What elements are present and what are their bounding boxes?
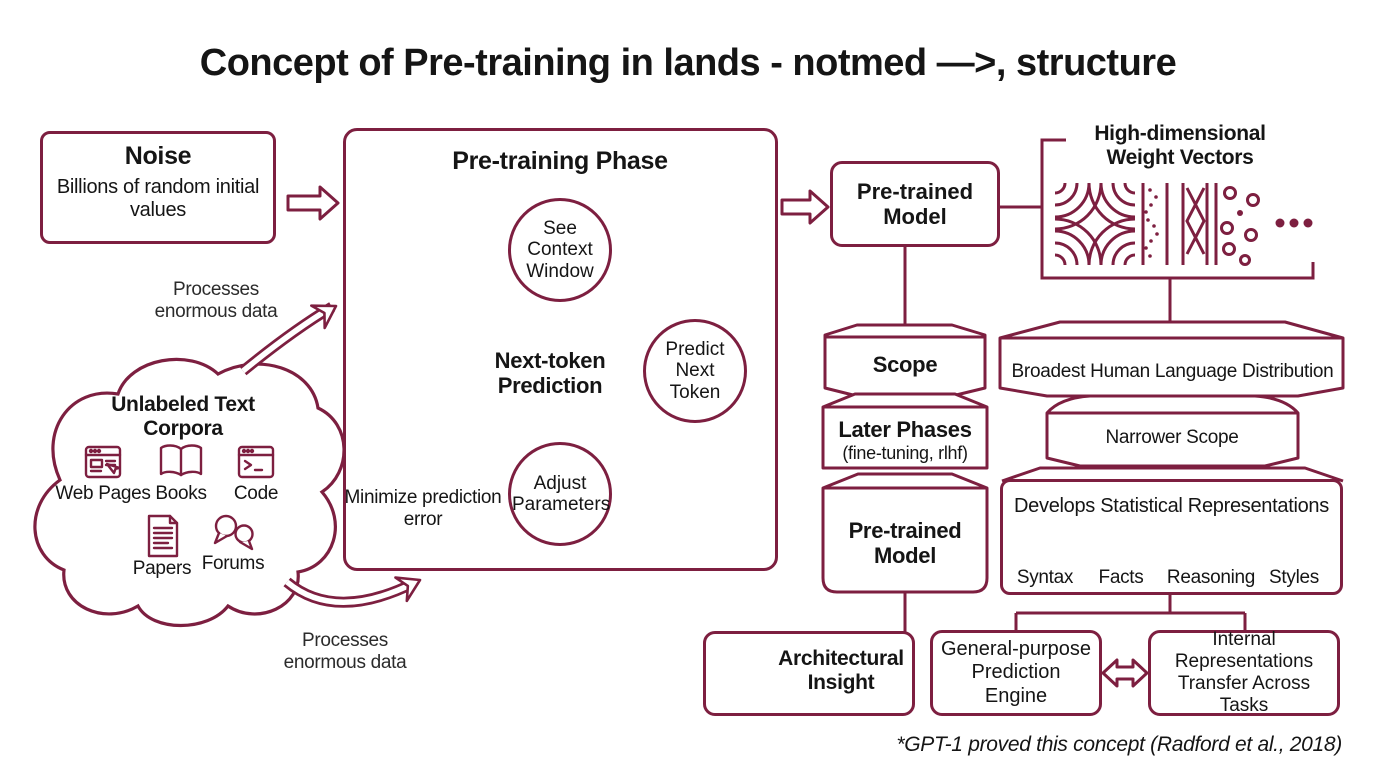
- footnote: *GPT-1 proved this concept (Radford et a…: [896, 733, 1342, 756]
- architectural-box: [703, 631, 915, 716]
- cycle-step-predict-token: Predict Next Token: [643, 319, 747, 423]
- pretraining-phase-title: Pre-training Phase: [452, 147, 668, 175]
- processes-bottom-label: Processes enormous data: [283, 630, 407, 673]
- skill-label: Styles: [1269, 567, 1319, 588]
- later-phases-sub-label: (fine-tuning, rlhf): [842, 443, 968, 463]
- next-token-label: Next-token Prediction: [494, 348, 606, 399]
- architectural-label: Architectural Insight: [778, 647, 904, 694]
- noise-subtitle: Billions of random initial values: [56, 176, 260, 221]
- scope-label: Scope: [872, 352, 938, 377]
- cycle-step-see-context: See Context Window: [508, 198, 612, 302]
- noise-box: [40, 131, 276, 244]
- processes-top-label: Processes enormous data: [154, 279, 278, 322]
- general-purpose-box: General-purpose Prediction Engine: [930, 630, 1102, 716]
- stats-box: [1000, 479, 1343, 595]
- cycle-step-label: See Context Window: [526, 218, 594, 282]
- stats-title: Develops Statistical Representations: [1014, 495, 1329, 517]
- cloud-item-label: Web Pages: [55, 483, 151, 504]
- broadest-lens-shape: [998, 320, 1345, 398]
- cloud-title: Unlabeled Text Corpora: [111, 393, 255, 440]
- papers-icon: [147, 514, 179, 558]
- forums-icon: [213, 514, 254, 551]
- cloud-item-label: Papers: [132, 558, 192, 579]
- cloud-item-label: Code: [233, 483, 279, 504]
- broadest-label: Broadest Human Language Distribution: [1011, 361, 1334, 382]
- pretrained-model-top-label: Pre-trained Model: [856, 178, 974, 229]
- transfer-double-arrow: [1101, 658, 1149, 688]
- noise-arrow: [286, 185, 340, 221]
- pretrained-model-top-box: Pre-trained Model: [830, 161, 1000, 247]
- pretrained-model-bottom-label: Pre-trained Model: [848, 518, 962, 569]
- web-pages-icon: [84, 445, 122, 479]
- internal-representations-label: Internal Representations Transfer Across…: [1174, 628, 1314, 717]
- minimize-error-label: Minimize prediction error: [344, 487, 502, 530]
- code-icon: [237, 445, 275, 479]
- cycle-step-label: Predict Next Token: [665, 339, 725, 403]
- noise-title: Noise: [124, 142, 192, 170]
- general-purpose-label: General-purpose Prediction Engine: [940, 637, 1092, 707]
- later-phases-label: Later Phases: [838, 417, 972, 442]
- skill-label: Reasoning: [1166, 567, 1256, 588]
- internal-representations-box: Internal Representations Transfer Across…: [1148, 628, 1340, 717]
- cloud-item-label: Books: [155, 483, 207, 504]
- skill-label: Facts: [1098, 567, 1144, 588]
- cycle-step-label: Adjust Parameters: [512, 472, 611, 515]
- skill-label: Syntax: [1016, 567, 1074, 588]
- processes-bottom-arrow: [283, 576, 422, 608]
- phase-output-arrow: [780, 189, 830, 225]
- cloud-item-label: Forums: [201, 553, 265, 574]
- books-icon: [159, 444, 203, 477]
- weight-vectors-title: High-dimensional Weight Vectors: [1094, 122, 1266, 169]
- page-title: Concept of Pre-training in lands - notme…: [199, 42, 1177, 84]
- cycle-step-adjust-params: Adjust Parameters: [508, 442, 612, 546]
- narrower-label: Narrower Scope: [1105, 427, 1239, 448]
